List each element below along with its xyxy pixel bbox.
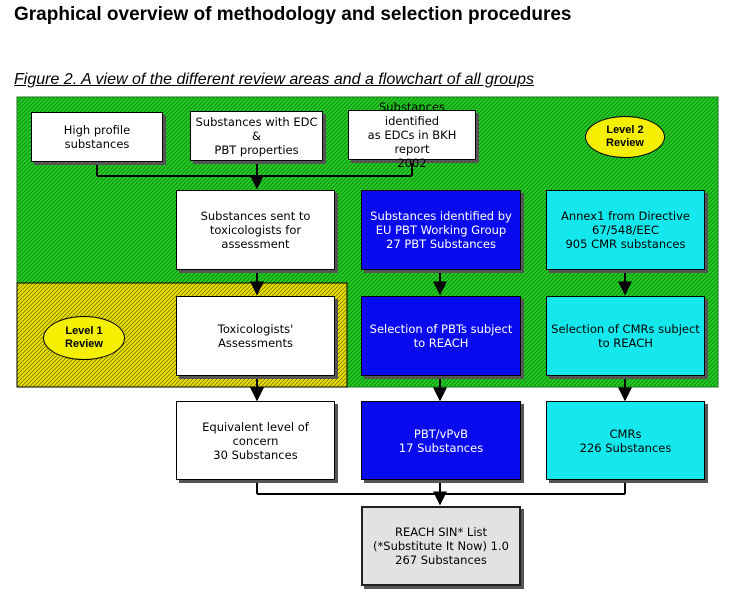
level2-line2: Review	[606, 137, 644, 149]
box-text-line: toxicologists for assessment	[209, 223, 302, 251]
box-annex1-directive: Annex1 from Directive 67/548/EEC 905 CMR…	[546, 190, 705, 270]
box-text-line: Substances with EDC &	[195, 115, 318, 143]
box-text-line: High profile substances	[63, 123, 131, 151]
box-text-line: to REACH	[413, 336, 469, 350]
level1-line1: Level 1	[65, 325, 103, 337]
box-text-line: 267 Substances	[395, 553, 487, 567]
box-selection-of-pbts: Selection of PBTs subject to REACH	[361, 296, 521, 376]
level2-line1: Level 2	[606, 124, 644, 136]
box-text-line: 2002	[397, 156, 427, 170]
box-selection-of-cmrs: Selection of CMRs subject to REACH	[546, 296, 705, 376]
box-text-line: Toxicologists' Assessments	[217, 322, 294, 350]
box-text-line: to REACH	[598, 336, 653, 350]
box-text-line: 905 CMR substances	[565, 237, 686, 251]
box-cmrs: CMRs 226 Substances	[546, 401, 705, 480]
box-sent-to-toxicologists: Substances sent to toxicologists for ass…	[176, 190, 335, 270]
box-text-line: (*Substitute It Now) 1.0	[373, 539, 509, 553]
connector-bottom-merge	[256, 480, 626, 506]
box-edc-pbt-properties: Substances with EDC & PBT properties	[190, 111, 323, 161]
box-text-line: 226 Substances	[579, 440, 672, 455]
box-text-line: Selection of PBTs subject	[369, 322, 513, 336]
box-text-line: 30 Substances	[213, 447, 298, 462]
box-text-line: PBT properties	[214, 143, 299, 157]
box-text-line: Annex1 from Directive	[560, 209, 691, 223]
level1-review-badge: Level 1 Review	[43, 316, 125, 360]
box-equivalent-level-of-concern: Equivalent level of concern 30 Substance…	[176, 401, 335, 480]
box-eu-pbt-working-group: Substances identified by EU PBT Working …	[361, 190, 521, 270]
box-text-line: Substances identified by	[370, 209, 512, 223]
box-high-profile-substances: High profile substances	[31, 112, 163, 162]
box-text-line: 17 Substances	[398, 440, 484, 455]
box-text-line: Substances identified	[378, 100, 446, 128]
box-text-line: Equivalent level of concern	[202, 419, 309, 448]
box-text-line: Substances sent to	[200, 209, 311, 223]
figure-caption: Figure 2. A view of the different review…	[14, 71, 534, 88]
box-text-line: CMRs	[609, 426, 642, 441]
box-text-line: 67/548/EEC	[592, 223, 659, 237]
connector-vertical-arrows	[250, 270, 632, 402]
box-text-line: 27 PBT Substances	[386, 237, 496, 251]
box-text-line: PBT/vPvB	[413, 426, 469, 441]
box-text-line: REACH SIN* List	[394, 525, 488, 539]
box-pbt-vpvb: PBT/vPvB 17 Substances	[361, 401, 521, 480]
box-text-line: EU PBT Working Group	[375, 223, 507, 237]
box-reach-sin-list: REACH SIN* List (*Substitute It Now) 1.0…	[361, 506, 521, 586]
box-bkh-report-edcs: Substances identified as EDCs in BKH rep…	[348, 100, 476, 170]
box-text-line: Selection of CMRs subject	[551, 322, 700, 336]
page-heading: Graphical overview of methodology and se…	[14, 4, 572, 25]
level1-line2: Review	[65, 338, 103, 350]
box-toxicologists-assessments: Toxicologists' Assessments	[176, 296, 335, 376]
connector-top-merge	[96, 160, 413, 190]
box-text-line: as EDCs in BKH report	[367, 128, 457, 156]
level2-review-badge: Level 2 Review	[585, 116, 665, 158]
